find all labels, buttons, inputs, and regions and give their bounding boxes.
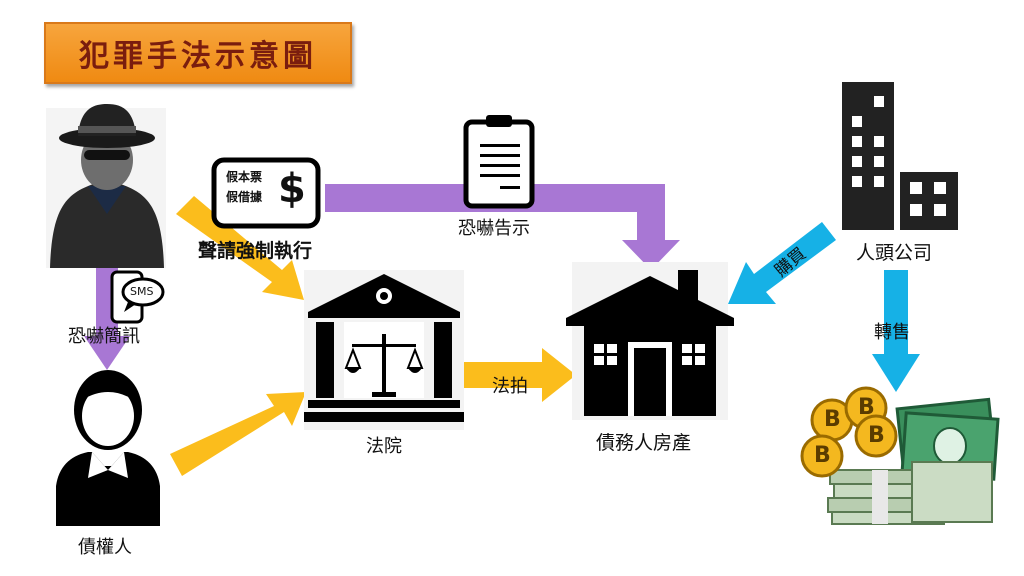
fake-note-icon [211, 157, 321, 229]
auction-label: 法拍 [492, 376, 528, 397]
court-icon [304, 270, 464, 430]
bitcoin-icon [800, 386, 898, 478]
threat-notice-label: 恐嚇告示 [458, 218, 530, 239]
criminal-icon [46, 104, 166, 268]
bitcoin-letter-2: B [858, 395, 875, 420]
building-icon [842, 82, 958, 230]
arrow-creditor-to-court [170, 392, 306, 476]
creditor-label: 債權人 [78, 537, 132, 558]
sms-badge: SMS [130, 285, 154, 298]
arrow-purchase [728, 222, 836, 304]
arrow-apply-enforcement [176, 196, 304, 300]
fake-note-line2: 假借據 [226, 190, 263, 204]
house-icon [566, 262, 734, 420]
debtor-property-label: 債務人房產 [596, 432, 692, 454]
court-label: 法院 [366, 436, 402, 457]
money-icon [800, 386, 1000, 525]
bitcoin-letter-3: B [868, 423, 885, 448]
shell-company-label: 人頭公司 [856, 242, 933, 264]
clipboard-icon [463, 115, 535, 209]
fake-note-line1: 假本票 [226, 170, 263, 184]
arrow-resell [872, 270, 920, 392]
bitcoin-letter-4: B [814, 443, 831, 468]
sms-phone-icon [110, 270, 165, 324]
title-banner: 犯罪手法示意圖 [44, 22, 352, 84]
sms-threat-label: 恐嚇簡訊 [68, 326, 140, 347]
creditor-icon [56, 370, 160, 526]
resell-label: 轉售 [874, 322, 910, 343]
cash-stack-icon [827, 461, 993, 525]
diagram-title: 犯罪手法示意圖 [79, 39, 317, 74]
arrow-auction [462, 348, 576, 402]
bitcoin-letter-1: B [824, 407, 841, 432]
dollar-icon: $ [278, 166, 306, 212]
apply-enforcement-label: 聲請強制執行 [198, 240, 313, 262]
